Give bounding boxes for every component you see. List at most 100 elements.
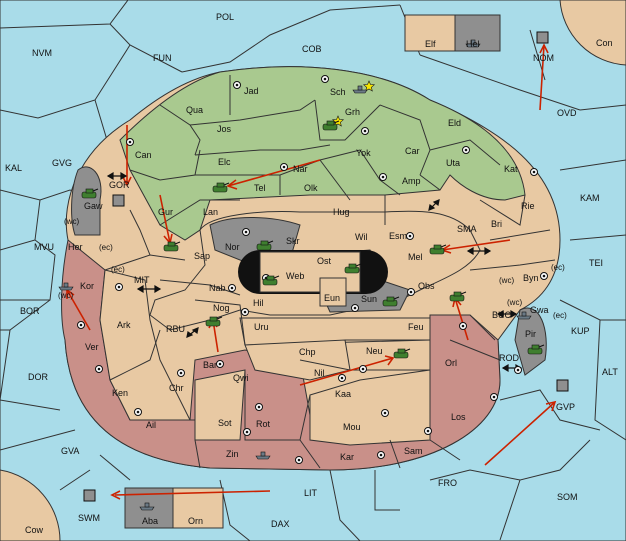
supply-center-dot-icon (216, 360, 224, 368)
tank-icon (205, 316, 223, 327)
armies (81, 120, 545, 359)
gvp-unit-marker (556, 379, 569, 392)
land-label-hug: Hug (333, 207, 350, 217)
coast-label-her-ec: (ec) (99, 243, 113, 252)
sea-label-fro: FRO (438, 478, 457, 488)
sea-label-kal: KAL (5, 163, 22, 173)
supply-center-dot-icon (126, 138, 134, 146)
sea-label-fun: FUN (153, 53, 172, 63)
supply-center-dot-icon (540, 272, 548, 280)
double-arrow-icon (428, 199, 440, 211)
sea-label-rod: ROD (499, 353, 520, 363)
coast-label-kor-ec: (ec) (111, 265, 125, 274)
land-label-los: Los (451, 412, 466, 422)
supply-center-dot-icon (361, 127, 369, 135)
cow-region (0, 469, 61, 541)
land-label-sun: Sun (361, 294, 377, 304)
sea-label-rbu: RBU (166, 324, 185, 334)
coast-label-byn-ec: (ec) (551, 263, 565, 272)
order-arrow-head (110, 490, 121, 500)
supply-center-dot-icon (381, 409, 389, 417)
land-label-kor: Kor (80, 281, 94, 291)
supply-center-dot-icon (407, 288, 415, 296)
land-label-kaa: Kaa (335, 389, 351, 399)
ship-icon (465, 39, 481, 48)
double-arrow-icon (136, 284, 162, 294)
sea-label-sma: SMA (457, 224, 477, 234)
pir-region (514, 307, 547, 376)
land-label-gwa: Gwa (530, 305, 549, 315)
supply-center-dot-icon (530, 168, 538, 176)
land-label-qwi: Qwi (233, 373, 249, 383)
supply-center-dot-icon (338, 374, 346, 382)
order-arrow (484, 401, 556, 466)
sea-labels: POL NVM FUN COB KAL GVG NOM OVD Con KAM … (5, 12, 618, 535)
sea-label-kam: KAM (580, 193, 600, 203)
supply-center-dot-icon (406, 232, 414, 240)
land-label-amp: Amp (402, 176, 421, 186)
coast-labels: (wc) (ec) (ec) (wc) (wc) (ec) (wc) (ec) (58, 217, 567, 320)
land-label-nor: Nor (225, 242, 240, 252)
sea-label-ovd: OVD (557, 108, 577, 118)
coast-label-gwa-wc: (wc) (507, 298, 522, 307)
sea-label-gvg: GVG (52, 158, 72, 168)
sea-label-nvm: NVM (32, 48, 52, 58)
sea-label-gor: GOR (109, 180, 130, 190)
land-label-hel: Hel (466, 39, 480, 49)
land-label-jos: Jos (217, 124, 232, 134)
supply-center-dot-icon (95, 365, 103, 373)
ship-icon (255, 451, 271, 460)
sea-label-bor: BOR (20, 306, 40, 316)
con-region (559, 0, 626, 66)
order-arrow (227, 159, 321, 187)
land-label-gur: Gur (158, 207, 173, 217)
land-label-nog: Nog (213, 303, 230, 313)
land-label-tel: Tel (254, 183, 266, 193)
land-label-uru: Uru (254, 322, 269, 332)
supply-center-dot-icon (351, 304, 359, 312)
ship-icon (139, 502, 155, 511)
land-label-mou: Mou (343, 422, 361, 432)
tank-icon (527, 344, 545, 355)
land-label-pir: Pir (525, 329, 536, 339)
tank-icon (393, 348, 411, 359)
tank-icon (449, 291, 467, 302)
sea-label-mit: MIT (134, 275, 150, 285)
land-label-ost: Ost (317, 256, 332, 266)
land-label-feu: Feu (408, 322, 424, 332)
sea-label-con: Con (596, 38, 613, 48)
unit-markers (83, 31, 569, 502)
supply-center-dot-icon (462, 146, 470, 154)
swm-unit-marker (83, 489, 96, 502)
tank-icon (344, 263, 362, 274)
land-label-nab: Nab (209, 283, 226, 293)
land-label-gaw: Gaw (84, 201, 103, 211)
land-label-chp: Chp (299, 347, 316, 357)
land-label-can: Can (135, 150, 152, 160)
green-territory (119, 66, 526, 241)
land-label-qua: Qua (186, 105, 203, 115)
supply-center-dot-icon (459, 322, 467, 330)
land-label-lan: Lan (203, 207, 218, 217)
sea-label-dax: DAX (271, 519, 290, 529)
tank-icon (262, 275, 280, 286)
land-label-orl: Orl (445, 358, 457, 368)
order-arrow-head (539, 43, 549, 54)
sea-label-gvp: GVP (556, 402, 575, 412)
sea-label-mvu: MVU (34, 242, 54, 252)
ship-icon (58, 282, 74, 291)
supply-center-dot-icon (77, 321, 85, 329)
land-label-nil: Nil (314, 368, 325, 378)
sea-label-cob: COB (302, 44, 322, 54)
land-label-her: Her (68, 242, 83, 252)
land-label-sot: Sot (218, 418, 232, 428)
tank-icon (212, 182, 230, 193)
order-arrow-head (226, 179, 238, 190)
tank-icon (163, 241, 181, 252)
chp-region (244, 339, 351, 381)
coast-label-her-wc: (wc) (64, 217, 79, 226)
supply-center-dot-icon (490, 393, 498, 401)
sea-label-dor: DOR (28, 372, 49, 382)
sea-label-gva: GVA (61, 446, 79, 456)
